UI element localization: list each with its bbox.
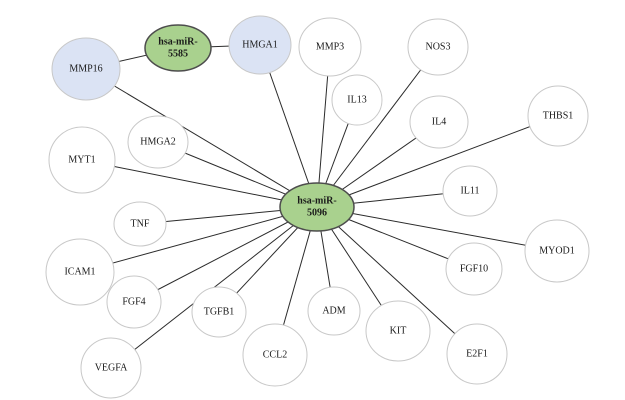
edge-mir5096-icam1 — [79, 206, 318, 273]
gene-node-label: KIT — [390, 326, 407, 337]
gene-node-label: MYT1 — [68, 155, 95, 166]
gene-node-adm: ADM — [307, 286, 361, 336]
mirna-node-label-line: hsa-miR- — [297, 196, 336, 207]
gene-node-tnf: TNF — [113, 201, 167, 247]
gene-node-label: IL13 — [347, 95, 366, 106]
gene-node-circle — [228, 15, 292, 75]
mirna-node-label-line: hsa-miR- — [158, 37, 197, 48]
gene-node-circle — [442, 165, 498, 217]
gene-node-circle — [127, 115, 189, 169]
gene-node-circle — [242, 323, 308, 387]
gene-node-kit: KIT — [365, 300, 431, 362]
gene-node-label: MMP16 — [69, 64, 102, 75]
gene-node-circle — [331, 74, 383, 126]
gene-node-label: HMGA1 — [242, 40, 278, 51]
gene-node-label: VEGFA — [95, 363, 128, 374]
gene-node-label: IL4 — [432, 117, 446, 128]
gene-node-circle — [48, 126, 116, 194]
gene-node-label: ICAM1 — [64, 267, 95, 278]
gene-node-circle — [407, 18, 469, 76]
gene-node-mmp16: MMP16 — [51, 37, 121, 101]
gene-node-circle — [298, 17, 362, 77]
gene-node-il4: IL4 — [409, 95, 469, 149]
gene-node-circle — [51, 37, 121, 101]
gene-node-fgf10: FGF10 — [445, 242, 503, 296]
gene-node-hmga1: HMGA1 — [228, 15, 292, 75]
gene-node-circle — [409, 95, 469, 149]
gene-node-circle — [113, 201, 167, 247]
gene-node-circle — [45, 238, 115, 306]
gene-node-label: TGFB1 — [204, 307, 235, 318]
gene-node-label: E2F1 — [466, 349, 488, 360]
gene-node-hmga2: HMGA2 — [127, 115, 189, 169]
mirna-node-mir5096: hsa-miR-5096 — [279, 182, 355, 232]
edge-mir5096-mmp16 — [85, 68, 318, 208]
gene-node-label: MYOD1 — [539, 246, 575, 257]
gene-node-circle — [365, 300, 431, 362]
edge-mir5096-fgf4 — [133, 206, 318, 303]
gene-node-circle — [446, 323, 508, 385]
gene-node-label: TNF — [131, 219, 150, 230]
mirna-node-label-line: 5096 — [307, 208, 327, 219]
gene-node-circle — [524, 219, 590, 283]
gene-node-vegfa: VEGFA — [80, 337, 142, 399]
gene-node-myod1: MYOD1 — [524, 219, 590, 283]
edge-mir5096-myod1 — [316, 206, 558, 252]
gene-node-label: THBS1 — [543, 111, 574, 122]
mirna-node-ellipse — [279, 182, 355, 232]
gene-node-icam1: ICAM1 — [45, 238, 115, 306]
edge-mir5096-e2f1 — [316, 206, 478, 355]
gene-node-circle — [307, 286, 361, 336]
gene-node-label: IL11 — [460, 186, 479, 197]
edge-mir5096-nos3 — [316, 46, 439, 208]
gene-node-label: CCL2 — [263, 350, 287, 361]
gene-node-circle — [106, 275, 162, 329]
edge-mir5096-thbs1 — [316, 115, 559, 208]
gene-node-circle — [445, 242, 503, 296]
gene-node-label: HMGA2 — [140, 137, 176, 148]
gene-node-label: MMP3 — [316, 42, 344, 53]
edge-mir5096-myt1 — [81, 159, 318, 208]
gene-node-label: NOS3 — [425, 42, 450, 53]
gene-node-e2f1: E2F1 — [446, 323, 508, 385]
gene-node-fgf4: FGF4 — [106, 275, 162, 329]
mirna-node-mir5585: hsa-miR-5585 — [144, 24, 212, 72]
gene-node-circle — [527, 85, 589, 147]
mirna-node-ellipse — [144, 24, 212, 72]
mirna-node-label-line: 5585 — [168, 49, 188, 60]
gene-node-mmp3: MMP3 — [298, 17, 362, 77]
gene-node-il13: IL13 — [331, 74, 383, 126]
gene-node-il11: IL11 — [442, 165, 498, 217]
gene-node-label: FGF4 — [122, 297, 145, 308]
gene-node-label: FGF10 — [460, 264, 488, 275]
gene-node-tgfb1: TGFB1 — [191, 286, 247, 338]
gene-node-myt1: MYT1 — [48, 126, 116, 194]
gene-node-label: ADM — [322, 306, 345, 317]
gene-node-circle — [191, 286, 247, 338]
gene-node-thbs1: THBS1 — [527, 85, 589, 147]
gene-node-nos3: NOS3 — [407, 18, 469, 76]
gene-node-circle — [80, 337, 142, 399]
gene-node-ccl2: CCL2 — [242, 323, 308, 387]
